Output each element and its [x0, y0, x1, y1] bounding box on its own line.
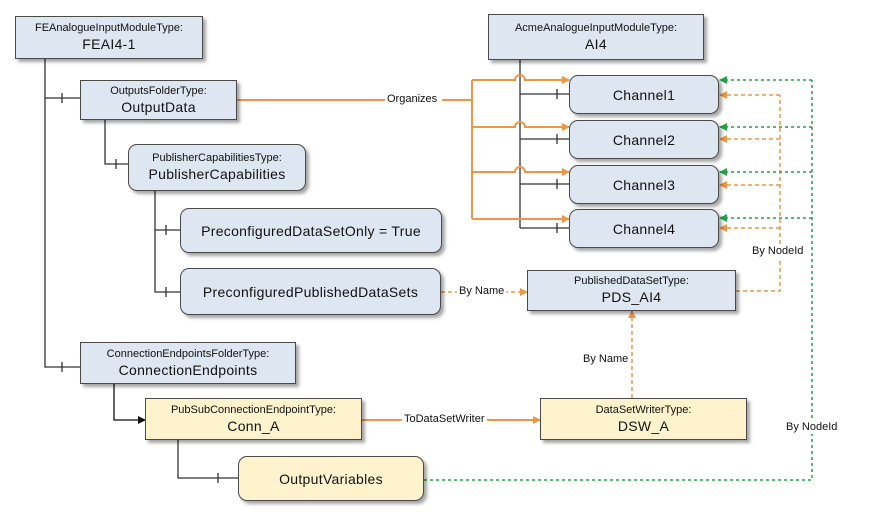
channel2-node: Channel2: [569, 120, 719, 159]
node-name-label: PublisherCapabilities: [148, 166, 286, 182]
node-type-label: PublishedDataSetType:: [574, 275, 689, 287]
by-nodeid-outputs-label: By NodeId: [784, 421, 840, 434]
node-name-label: FEAI4-1: [82, 36, 136, 52]
by-name-dsw-label: By Name: [581, 353, 631, 366]
node-name-label: OutputData: [121, 98, 196, 115]
channel1-node: Channel1: [569, 75, 719, 114]
to-dataset-writer-label: ToDataSetWriter: [402, 413, 487, 426]
node-name-label: ConnectionEndpoints: [118, 361, 258, 378]
channel3-node: Channel3: [569, 165, 719, 204]
node-name-label: PDS_AI4: [601, 289, 662, 305]
node-name-label: DSW_A: [617, 417, 670, 434]
dsw-a-node: DataSetWriterType: DSW_A: [540, 398, 747, 440]
node-name-label: Conn_A: [227, 417, 280, 434]
node-type-label: ConnectionEndpointsFolderType:: [106, 347, 270, 360]
node-name-label: AI4: [585, 35, 607, 52]
node-name-label: OutputVariables: [279, 470, 383, 487]
channel-name-label: Channel4: [612, 220, 676, 237]
node-type-label: OutputsFolderType:: [110, 84, 207, 97]
preconfigured-dataset-only-node: PreconfiguredDataSetOnly = True: [180, 208, 442, 253]
by-name-pds-label: By Name: [457, 285, 507, 298]
node-name-label: PreconfiguredPublishedDataSets: [202, 283, 419, 300]
node-type-label: AcmeAnalogueInputModuleType:: [514, 21, 678, 34]
conn-a-node: PubSubConnectionEndpointType: Conn_A: [145, 398, 362, 440]
feai4-module-node: FEAnalogueInputModuleType: FEAI4-1: [15, 16, 203, 59]
hierarchy-lines-ai4: [519, 60, 569, 233]
channel-name-label: Channel2: [612, 131, 676, 148]
organizes-label: Organizes: [385, 93, 440, 106]
arrow-to-conn-a: [113, 384, 146, 424]
ai4-module-node: AcmeAnalogueInputModuleType: AI4: [488, 14, 704, 60]
channel-name-label: Channel3: [612, 176, 676, 193]
pds-nodeid-lines: [719, 91, 781, 292]
pds-ai4-node: PublishedDataSetType: PDS_AI4: [527, 270, 736, 311]
organizes-lines: [237, 74, 570, 223]
preconfigured-published-datasets-node: PreconfiguredPublishedDataSets: [180, 268, 441, 315]
output-variables-node: OutputVariables: [238, 456, 424, 501]
node-type-label: DataSetWriterType:: [595, 403, 692, 416]
output-data-node: OutputsFolderType: OutputData: [80, 80, 237, 120]
channel-name-label: Channel1: [612, 86, 676, 103]
node-type-label: FEAnalogueInputModuleType:: [35, 22, 183, 34]
node-type-label: PublisherCapabilitiesType:: [152, 152, 282, 164]
node-type-label: PubSubConnectionEndpointType:: [170, 403, 337, 416]
output-nodeid-lines: [424, 76, 813, 481]
connection-endpoints-node: ConnectionEndpointsFolderType: Connectio…: [80, 342, 296, 384]
node-name-label: PreconfiguredDataSetOnly = True: [201, 222, 421, 239]
by-nodeid-pds-label: By NodeId: [750, 245, 806, 258]
channel4-node: Channel4: [569, 209, 719, 248]
publisher-capabilities-node: PublisherCapabilitiesType: PublisherCapa…: [128, 144, 306, 191]
hierarchy-lines-left: [44, 58, 238, 483]
